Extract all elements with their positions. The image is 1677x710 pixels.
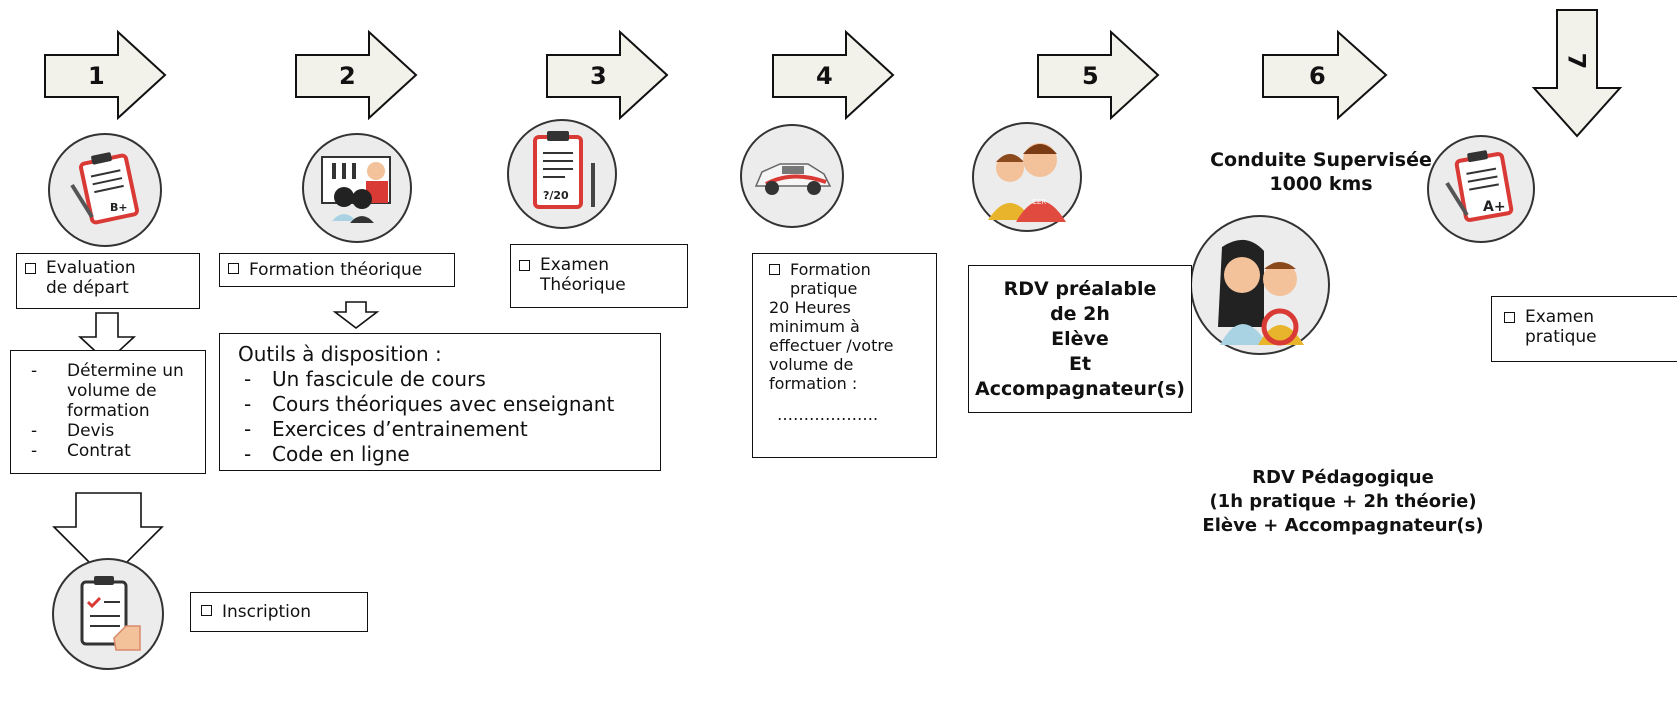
down-arrow-2: [332, 301, 380, 330]
svg-text:?/20: ?/20: [543, 189, 569, 202]
step-3-arrow: [546, 29, 669, 121]
exam-clipboard-icon: ?/20: [507, 119, 617, 229]
rdv-line-4: Et: [1068, 353, 1092, 375]
evaluation-depart-box: Evaluation de départ: [16, 253, 200, 309]
examen-theorique-label: Examen Théorique: [540, 255, 626, 295]
detail-contrat: Contrat: [25, 441, 199, 461]
rdv-line-2: de 2h: [1050, 303, 1110, 325]
classroom-teacher-icon: [302, 133, 412, 243]
conduite-line-1: Conduite Supervisée: [1210, 149, 1432, 171]
step-5-arrow: [1037, 29, 1160, 121]
checkbox-icon: [519, 260, 530, 271]
conduite-supervisee-title: Conduite Supervisée 1000 kms: [1196, 148, 1446, 196]
evaluation-depart-label: Evaluation de départ: [46, 258, 136, 298]
checkbox-icon: [228, 263, 239, 274]
inscription-label: Inscription: [222, 602, 312, 622]
rdv-pedagogique-text: RDV Pédagogique (1h pratique + 2h théori…: [1188, 466, 1498, 538]
formation-pratique-dots: ……………….: [777, 405, 879, 424]
rdv-ped-line-1: RDV Pédagogique: [1252, 467, 1434, 488]
step-4-arrow: [772, 29, 895, 121]
rdv-line-5: Accompagnateur(s): [975, 378, 1185, 400]
step-2-arrow: [295, 29, 418, 121]
step-number-3: 3: [590, 62, 607, 90]
checkbox-icon: [25, 263, 36, 274]
car-icon: [740, 124, 844, 228]
tool-code: Code en ligne: [238, 442, 642, 467]
step-number-7: 7: [1562, 52, 1591, 70]
student-and-instructor-icon: CER: [972, 122, 1082, 232]
clipboard-a-plus-icon: A+: [1427, 135, 1535, 243]
inscription-checklist-icon: [52, 558, 164, 670]
detail-volume: Détermine un volume de formation: [25, 361, 199, 421]
examen-pratique-label: Examen pratique: [1525, 307, 1597, 347]
svg-text:CER: CER: [1032, 198, 1046, 206]
examen-pratique-box: Examen pratique: [1491, 296, 1677, 362]
checkbox-icon: [1504, 312, 1515, 323]
driver-and-accompanist-icon: [1190, 215, 1330, 355]
formation-pratique-box: Formation pratique 20 Heures minimum à e…: [752, 253, 937, 458]
inscription-box: Inscription: [190, 592, 368, 632]
tool-fascicule: Un fascicule de cours: [238, 367, 642, 392]
checkbox-icon: [201, 605, 212, 616]
step-number-5: 5: [1082, 62, 1099, 90]
step-6-arrow: [1262, 29, 1388, 121]
rdv-ped-line-3: Elève + Accompagnateur(s): [1202, 515, 1484, 536]
down-arrow-1: [77, 312, 137, 364]
rdv-line-1: RDV préalable: [1003, 278, 1157, 300]
step-number-2: 2: [339, 62, 356, 90]
step-number-4: 4: [816, 62, 833, 90]
svg-text:A+: A+: [1483, 199, 1506, 215]
formation-pratique-text: 20 Heures minimum à effectuer /votre vol…: [769, 298, 894, 393]
examen-theorique-box: Examen Théorique: [510, 244, 688, 308]
clipboard-b-plus-icon: B+: [48, 133, 162, 247]
detail-devis: Devis: [25, 421, 199, 441]
formation-pratique-label: Formation pratique: [790, 260, 871, 298]
svg-text:B+: B+: [110, 201, 128, 214]
step-number-6: 6: [1309, 62, 1326, 90]
tool-cours: Cours théoriques avec enseignant: [238, 392, 642, 417]
rdv-ped-line-2: (1h pratique + 2h théorie): [1209, 491, 1477, 512]
outils-title: Outils à disposition :: [238, 342, 442, 366]
formation-theorique-box: Formation théorique: [219, 253, 455, 287]
step1-details-box: Détermine un volume de formation Devis C…: [10, 350, 206, 474]
checkbox-icon: [769, 264, 780, 275]
rdv-prealable-box: RDV préalable de 2h Elève Et Accompagnat…: [968, 265, 1192, 413]
outils-box: Outils à disposition : Un fascicule de c…: [219, 333, 661, 471]
step-1-arrow: [44, 29, 167, 121]
tool-exercices: Exercices d’entrainement: [238, 417, 642, 442]
conduite-line-2: 1000 kms: [1269, 173, 1373, 195]
formation-theorique-label: Formation théorique: [249, 260, 423, 280]
step-7-arrow: [1531, 9, 1623, 138]
rdv-line-3: Elève: [1051, 328, 1109, 350]
down-arrow-big: [52, 492, 164, 583]
step-number-1: 1: [88, 62, 105, 90]
